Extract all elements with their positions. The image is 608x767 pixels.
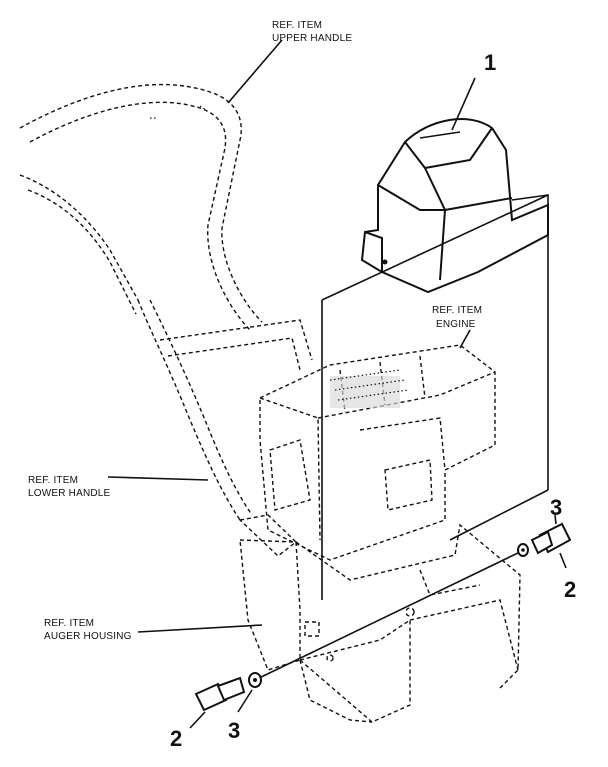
lower-handle-callout-line2: LOWER HANDLE: [28, 488, 111, 499]
upper-handle-callout-line2: UPPER HANDLE: [272, 33, 352, 44]
auger-housing-callout-line1: REF. ITEM: [44, 618, 94, 629]
callout-leader-lines: [107, 39, 567, 729]
auger-housing-drawing: [239, 523, 521, 723]
part-number-washer-left: 3: [228, 718, 240, 743]
auger-housing-callout-line2: AUGER HOUSING: [44, 631, 132, 642]
part-number-bolt-left: 2: [170, 726, 182, 751]
part-number-washer-right: 3: [550, 495, 562, 520]
engine-drawing: [259, 344, 496, 561]
washer-right-drawing: [517, 543, 529, 557]
upper-handle-drawing: [19, 83, 263, 331]
engine-callout-line2: ENGINE: [436, 319, 476, 330]
lower-handle-drawing: [137, 299, 313, 557]
bolt-left-drawing: [194, 676, 246, 712]
upper-handle-callout-line1: REF. ITEM: [272, 20, 322, 31]
assembly-guide-lines: [254, 194, 549, 681]
bolt-right-drawing: [530, 522, 572, 555]
lower-handle-callout-line1: REF. ITEM: [28, 475, 78, 486]
part-number-bolt-right: 2: [564, 577, 576, 602]
engine-shroud-drawing: [360, 118, 549, 294]
part-number-shroud: 1: [484, 50, 496, 75]
engine-callout-line1: REF. ITEM: [432, 305, 482, 316]
washer-left-drawing: [248, 672, 262, 688]
